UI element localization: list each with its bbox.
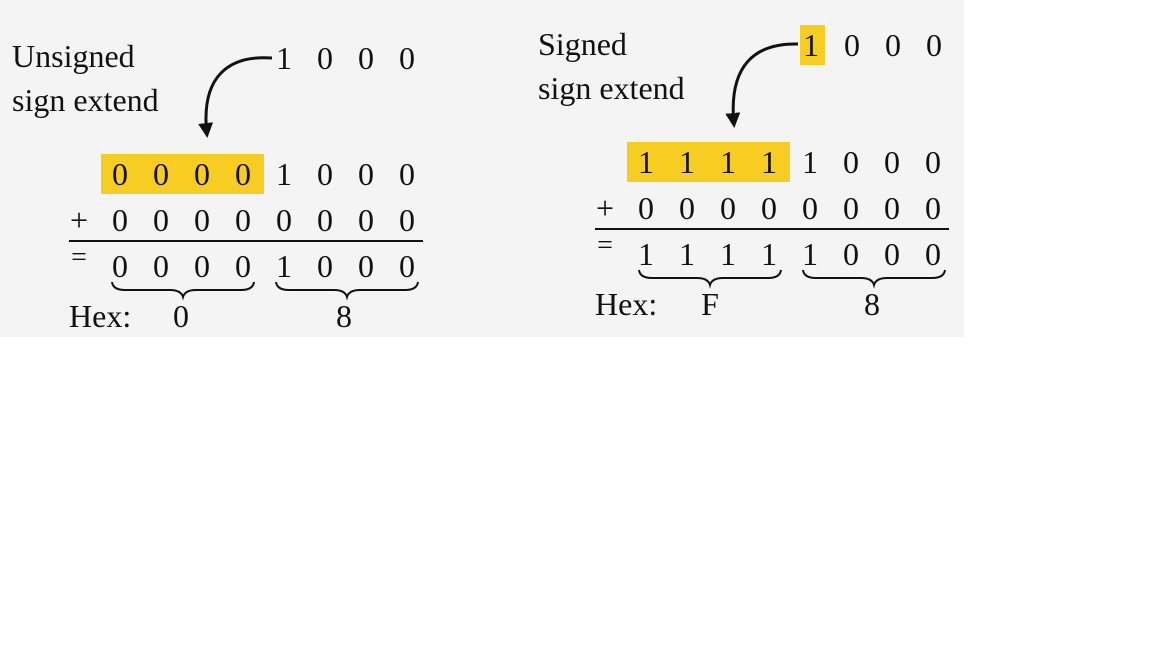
unsigned-hex-digit: 8 (336, 298, 352, 334)
unsigned-zero-bit: 0 (153, 202, 169, 238)
unsigned-result-bit: 0 (235, 248, 251, 284)
unsigned-brace-high-nibble (111, 281, 255, 301)
signed-zero-bit: 0 (884, 190, 900, 226)
unsigned-zero-bit: 0 (276, 202, 292, 238)
unsigned-result-bit: 0 (317, 248, 333, 284)
signed-hex-digit: 8 (864, 286, 880, 322)
unsigned-extension-highlight (101, 154, 264, 194)
unsigned-result-bit: 1 (276, 248, 292, 284)
unsigned-input-bit: 0 (399, 40, 415, 76)
signed-zero-bit: 0 (720, 190, 736, 226)
unsigned-result-bit: 0 (194, 248, 210, 284)
unsigned-equals-sign: = (71, 242, 87, 273)
signed-copied-bit: 0 (843, 144, 859, 180)
signed-zero-bit: 0 (925, 190, 941, 226)
unsigned-zero-bit: 0 (399, 202, 415, 238)
unsigned-ext-bit: 0 (112, 156, 128, 192)
signed-copied-bit: 0 (925, 144, 941, 180)
unsigned-plus-sign: + (69, 202, 89, 238)
signed-result-bit: 0 (843, 236, 859, 272)
unsigned-hex-label: Hex: (69, 298, 132, 334)
signed-extension-highlight (627, 142, 790, 182)
unsigned-input-bit: 0 (317, 40, 333, 76)
signed-zero-bit: 0 (802, 190, 818, 226)
unsigned-input-bit: 0 (358, 40, 374, 76)
signed-brace-low-nibble (802, 269, 946, 289)
signed-copied-bit: 1 (802, 144, 818, 180)
signed-zero-bit: 0 (843, 190, 859, 226)
unsigned-extend-arrow (198, 56, 273, 138)
signed-result-bit: 1 (720, 236, 736, 272)
signed-input-bit: 1 (803, 27, 819, 63)
unsigned-sum-rule (69, 240, 423, 242)
unsigned-result-bit: 0 (153, 248, 169, 284)
unsigned-hex-digit: 0 (173, 298, 189, 334)
signed-input-bit: 0 (926, 27, 942, 63)
signed-result-bit: 0 (925, 236, 941, 272)
unsigned-copied-bit: 1 (276, 156, 292, 192)
signed-result-bit: 0 (884, 236, 900, 272)
unsigned-copied-bit: 0 (399, 156, 415, 192)
unsigned-input-bit: 1 (276, 40, 292, 76)
signed-equals-sign: = (597, 230, 613, 261)
unsigned-zero-bit: 0 (194, 202, 210, 238)
signed-ext-bit: 1 (720, 144, 736, 180)
unsigned-result-bit: 0 (358, 248, 374, 284)
signed-ext-bit: 1 (679, 144, 695, 180)
unsigned-ext-bit: 0 (194, 156, 210, 192)
signed-ext-bit: 1 (761, 144, 777, 180)
unsigned-subtitle: sign extend (12, 82, 159, 118)
signed-zero-bit: 0 (638, 190, 654, 226)
unsigned-title: Unsigned (12, 38, 135, 74)
unsigned-result-bit: 0 (112, 248, 128, 284)
signed-result-bit: 1 (679, 236, 695, 272)
signed-hex-label: Hex: (595, 286, 658, 322)
unsigned-zero-bit: 0 (112, 202, 128, 238)
signed-subtitle: sign extend (538, 70, 685, 106)
signed-result-bit: 1 (638, 236, 654, 272)
unsigned-copied-bit: 0 (317, 156, 333, 192)
signed-copied-bit: 0 (884, 144, 900, 180)
signed-sum-rule (595, 228, 949, 230)
unsigned-result-bit: 0 (399, 248, 415, 284)
signed-title: Signed (538, 26, 627, 62)
unsigned-zero-bit: 0 (317, 202, 333, 238)
signed-result-bit: 1 (761, 236, 777, 272)
signed-input-bit: 0 (885, 27, 901, 63)
signed-sign-bit-highlight (800, 25, 825, 65)
signed-extend-arrow (725, 42, 799, 128)
unsigned-brace-low-nibble (275, 281, 419, 301)
signed-brace-high-nibble (638, 269, 782, 289)
unsigned-ext-bit: 0 (235, 156, 251, 192)
signed-zero-bit: 0 (761, 190, 777, 226)
unsigned-copied-bit: 0 (358, 156, 374, 192)
signed-plus-sign: + (595, 190, 615, 226)
unsigned-zero-bit: 0 (358, 202, 374, 238)
signed-ext-bit: 1 (638, 144, 654, 180)
signed-hex-digit: F (701, 286, 719, 322)
unsigned-ext-bit: 0 (153, 156, 169, 192)
unsigned-zero-bit: 0 (235, 202, 251, 238)
signed-zero-bit: 0 (679, 190, 695, 226)
signed-result-bit: 1 (802, 236, 818, 272)
signed-input-bit: 0 (844, 27, 860, 63)
